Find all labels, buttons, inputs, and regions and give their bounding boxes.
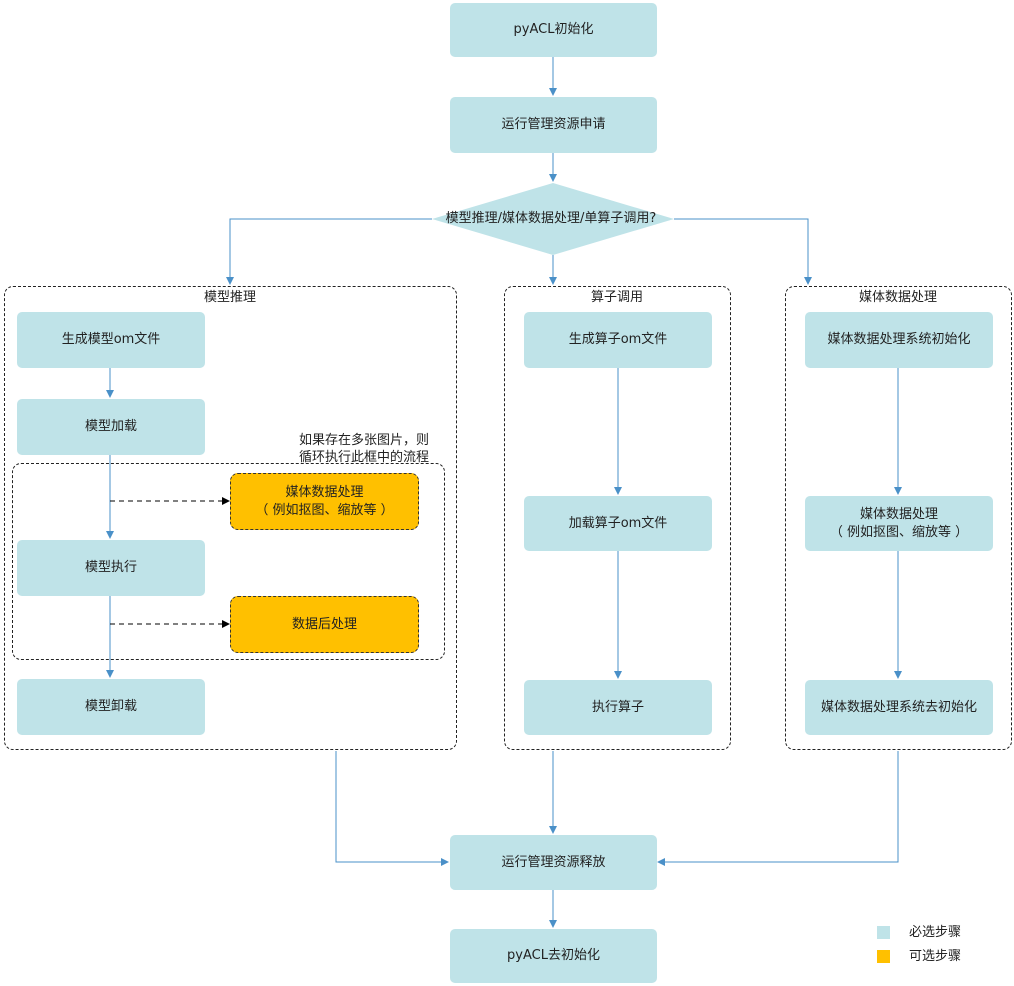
group-model-inference xyxy=(4,286,457,750)
node-model-load: 模型加载 xyxy=(17,399,205,455)
node-init: pyACL初始化 xyxy=(450,3,657,57)
edge-media-to-release xyxy=(657,751,899,866)
node-gen-model-om: 生成模型om文件 xyxy=(17,312,205,368)
node-resource-release: 运行管理资源释放 xyxy=(450,835,657,890)
node-exec-op: 执行算子 xyxy=(524,680,712,735)
node-media-deinit: 媒体数据处理系统去初始化 xyxy=(805,680,993,735)
node-gen-op-om: 生成算子om文件 xyxy=(524,312,712,368)
group-label-op-call: 算子调用 xyxy=(590,290,644,305)
node-post-process: 数据后处理 xyxy=(230,596,419,653)
node-model-media-process: 媒体数据处理 （ 例如抠图、缩放等 ） xyxy=(230,473,419,530)
edge-decision-to-media xyxy=(674,218,812,285)
node-model-unload: 模型卸载 xyxy=(17,679,205,735)
group-op-call xyxy=(504,286,731,750)
legend-optional-swatch xyxy=(877,950,890,963)
node-resource-request: 运行管理资源申请 xyxy=(450,97,657,153)
group-loop xyxy=(12,463,445,660)
legend-required-swatch xyxy=(877,926,890,939)
legend-required-label: 必选步骤 xyxy=(909,925,962,940)
group-label-model-inference: 模型推理 xyxy=(203,290,257,305)
node-deinit: pyACL去初始化 xyxy=(450,929,657,983)
node-media-process: 媒体数据处理 （ 例如抠图、缩放等 ） xyxy=(805,496,993,551)
edge-model-to-release xyxy=(335,751,449,866)
node-load-op-om: 加载算子om文件 xyxy=(524,496,712,551)
edge-decision-to-model xyxy=(226,218,432,285)
legend-optional-label: 可选步骤 xyxy=(909,949,962,964)
loop-note: 如果存在多张图片，则 循环执行此框中的流程 xyxy=(299,433,430,465)
group-label-media-processing: 媒体数据处理 xyxy=(858,290,938,305)
node-decision: 模型推理/媒体数据处理/单算子调用? xyxy=(445,211,657,226)
decision-diamond xyxy=(432,183,674,255)
node-model-exec: 模型执行 xyxy=(17,540,205,596)
group-media-processing xyxy=(785,286,1012,750)
node-media-init: 媒体数据处理系统初始化 xyxy=(805,312,993,368)
